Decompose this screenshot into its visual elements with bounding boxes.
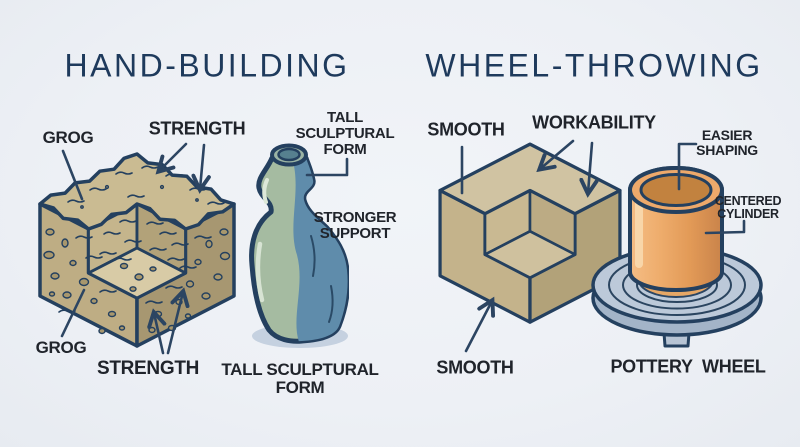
label-strength-top: STRENGTH bbox=[148, 118, 246, 139]
label-smooth-top: SMOOTH bbox=[427, 119, 505, 140]
label-pottery-wheel: POTTERY WHEEL bbox=[610, 356, 766, 377]
label-stronger-support: STRONGER SUPPORT bbox=[313, 209, 397, 242]
tall-sculptural-vase-illustration bbox=[249, 143, 349, 348]
vase-opening bbox=[277, 147, 301, 162]
left-panel-title: HAND-BUILDING bbox=[64, 47, 350, 84]
smooth-clay-cube-illustration bbox=[438, 142, 622, 324]
label-grog-top: GROG bbox=[42, 127, 94, 147]
pottery-wheel-illustration bbox=[591, 166, 763, 348]
label-workability: WORKABILITY bbox=[532, 112, 656, 133]
label-smooth-bottom: SMOOTH bbox=[436, 357, 514, 378]
label-strength-bottom: STRENGTH bbox=[96, 357, 200, 379]
cylinder-opening bbox=[639, 173, 713, 207]
label-easier-shaping: EASIER SHAPING bbox=[696, 127, 758, 158]
label-grog-bottom: GROG bbox=[35, 337, 87, 357]
label-centered-cylinder: CENTERED CYLINDER bbox=[714, 193, 782, 221]
label-tall-sculptural-form-top: TALL SCULPTURAL FORM bbox=[295, 109, 395, 158]
label-tall-sculptural-form-bottom: TALL SCULPTURAL FORM bbox=[221, 359, 379, 397]
right-panel-title: WHEEL-THROWING bbox=[425, 47, 763, 84]
